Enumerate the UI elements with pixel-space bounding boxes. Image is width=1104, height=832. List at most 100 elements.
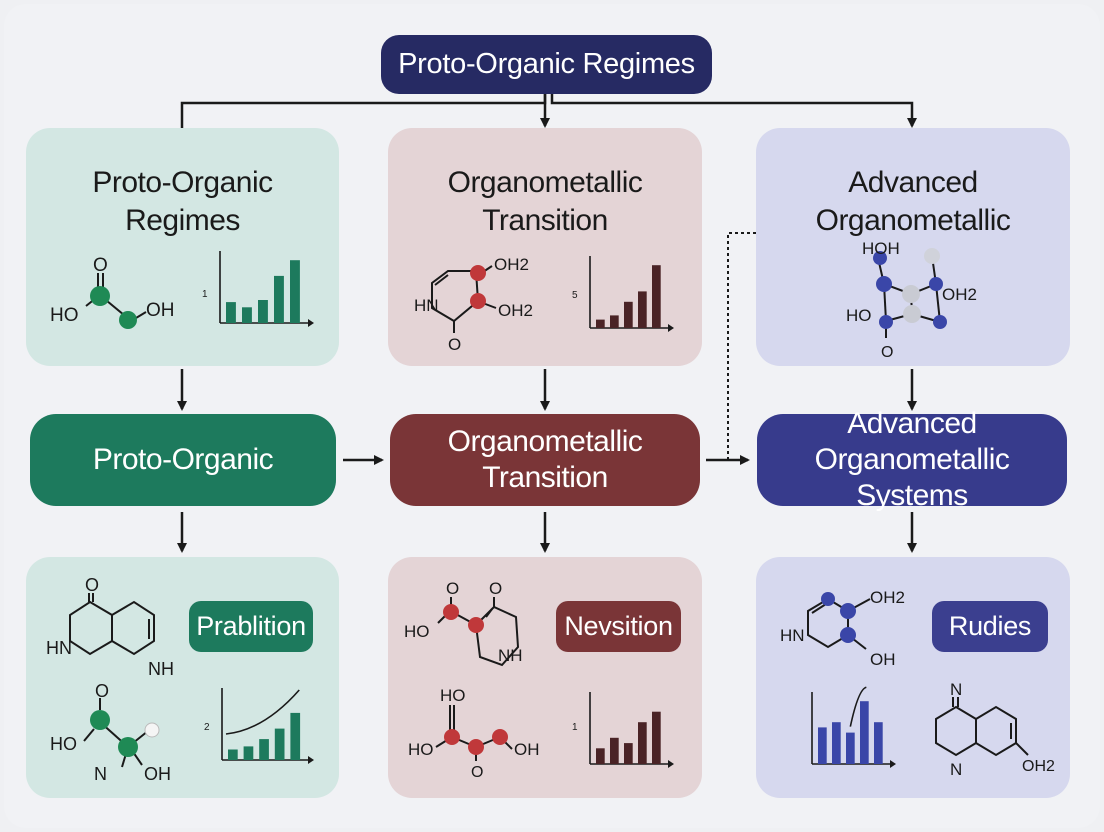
label-oh2: OH2: [942, 285, 977, 304]
arrow-title-to-green: [180, 94, 547, 128]
chart-bar: [610, 737, 619, 764]
chart-bar: [874, 722, 883, 764]
chart-peak-curve: [849, 686, 867, 727]
chart-tick: 1: [202, 289, 208, 300]
chart-trend-curve: [225, 689, 300, 735]
label-hn: HN: [780, 626, 805, 645]
chart-bar: [624, 743, 633, 764]
top-red-mini-chart: 5: [572, 256, 674, 332]
label-o: O: [471, 764, 483, 781]
chart-bar: [818, 727, 827, 764]
top-panel-advanced-organometallic: Advanced Organometallic HOH OH2 HO O: [756, 128, 1070, 366]
label-ho-top: HO: [440, 686, 466, 705]
badge-prablition: Prablition: [189, 601, 313, 652]
label-o-left: O: [446, 579, 459, 598]
bottom-green-mini-chart: 2: [204, 688, 314, 764]
stage-organometallic-transition: Organometallic Transition: [390, 414, 700, 506]
chart-bar: [624, 301, 633, 328]
label-oh: OH: [514, 740, 540, 759]
label-o: O: [95, 681, 109, 701]
chart-axis-arrowhead: [308, 319, 314, 327]
label-o: O: [881, 344, 893, 361]
arrow-title-to-blue: [550, 94, 917, 128]
chart-bar: [242, 307, 252, 323]
chart-bar: [259, 739, 269, 760]
label-ho: HO: [50, 305, 79, 326]
label-oh2: OH2: [870, 588, 905, 607]
main-title: Proto-Organic Regimes: [381, 35, 712, 94]
label-oh2-top: OH2: [494, 255, 529, 274]
label-oh: OH: [144, 764, 171, 784]
chart-bar: [652, 265, 661, 328]
label-ho-left: HO: [408, 740, 434, 759]
stage-line1: Organometallic: [447, 425, 643, 458]
title-line2: Transition: [482, 204, 608, 237]
chart-bar: [652, 711, 661, 764]
top-red-molecule: OH2 HN OH2 O: [414, 255, 533, 354]
bottom-blue-molecules: OH2 HN OH N N OH2: [780, 588, 1055, 779]
label-ho: HO: [404, 622, 430, 641]
chart-tick: 5: [572, 290, 578, 301]
bottom-red-mini-chart: 1: [572, 692, 674, 768]
label-o: O: [85, 575, 99, 595]
stage-line2: Transition: [482, 461, 608, 494]
chart-axis-arrowhead: [668, 324, 674, 332]
label-o: O: [93, 255, 108, 276]
chart-bar: [226, 302, 236, 323]
label-nh: NH: [498, 646, 523, 665]
top-green-molecule: O HO OH: [50, 255, 175, 329]
label-oh2: OH2: [1022, 758, 1055, 775]
chart-bar: [596, 319, 605, 328]
chart-bar: [243, 746, 254, 760]
chart-axis-arrowhead: [668, 760, 674, 768]
title-line1: Advanced: [848, 166, 978, 199]
chart-bar: [846, 732, 855, 764]
chart-axis-arrowhead: [308, 756, 314, 764]
bottom-blue-mini-chart: [811, 686, 896, 768]
chart-bar: [860, 701, 869, 764]
chart-bar: [832, 722, 841, 764]
chart-tick: 1: [572, 722, 578, 733]
chart-bar: [610, 315, 619, 328]
label-hn: HN: [414, 296, 439, 315]
title-line1: Organometallic: [447, 166, 643, 199]
label-n: N: [94, 764, 107, 784]
chart-bar: [290, 260, 300, 323]
chart-bar: [638, 291, 647, 328]
top-panel-blue-title: Advanced Organometallic: [756, 164, 1070, 240]
stage-line2: Systems: [856, 479, 968, 512]
badge-rudies: Rudies: [932, 601, 1048, 652]
title-line2: Organometallic: [815, 204, 1011, 237]
chart-tick: 2: [204, 722, 210, 733]
label-oh: OH: [146, 300, 175, 321]
top-panel-organometallic-transition: Organometallic Transition OH2 HN OH2 O 5: [388, 128, 702, 366]
title-line2: Regimes: [125, 204, 240, 237]
label-n-top: N: [950, 680, 962, 699]
title-line1: Proto-Organic: [92, 166, 273, 199]
chart-bar: [596, 748, 605, 764]
chart-bar: [638, 722, 647, 764]
bottom-panel-blue: Rudies OH2 HN OH N N OH2: [756, 557, 1070, 798]
chart-bar: [228, 749, 238, 760]
label-ho: HO: [50, 734, 77, 754]
chart-bar: [274, 728, 285, 760]
top-blue-molecule: HOH OH2 HO O: [846, 239, 977, 361]
label-oh: OH: [870, 650, 896, 669]
label-n-bottom: N: [950, 760, 962, 779]
label-ho: HO: [846, 306, 872, 325]
top-panel-red-title: Organometallic Transition: [388, 164, 702, 240]
bottom-green-molecules: O HN NH O HO N OH: [46, 575, 174, 784]
badge-nevsition: Nevsition: [556, 601, 681, 652]
top-panel-green-title: Proto-Organic Regimes: [26, 164, 339, 240]
chart-axis-arrowhead: [890, 760, 896, 768]
stage-line1: Proto-Organic: [92, 443, 274, 476]
label-hn: HN: [46, 638, 72, 658]
top-panel-proto-organic: Proto-Organic Regimes O HO OH 1: [26, 128, 339, 366]
bottom-panel-red: Nevsition O HO O NH HO: [388, 557, 702, 798]
stage-line1: Advanced Organometallic: [814, 407, 1010, 476]
label-nh: NH: [148, 659, 174, 679]
stage-proto-organic: Proto-Organic: [30, 414, 336, 506]
bottom-red-molecules: O HO O NH HO HO OH O: [404, 579, 540, 781]
